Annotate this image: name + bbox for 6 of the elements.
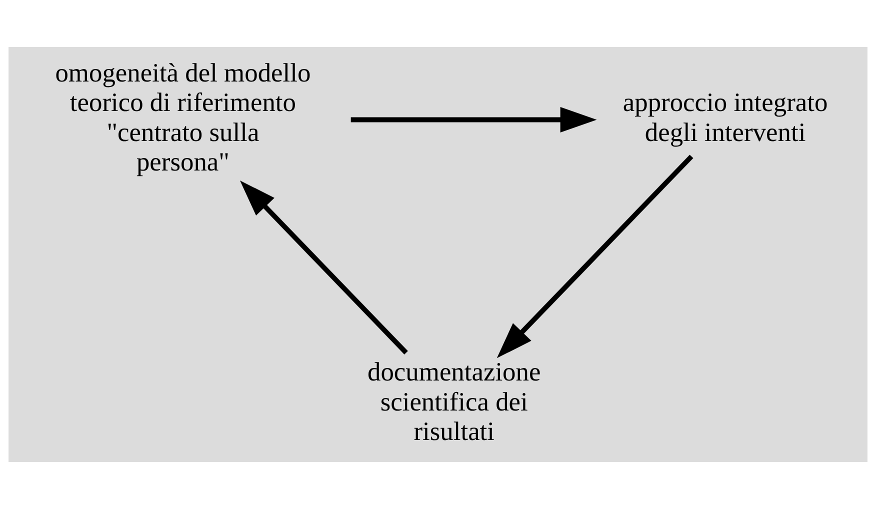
arrow bbox=[350, 106, 597, 132]
node-text: approccio integrato degli interventi bbox=[622, 86, 828, 146]
arrow bbox=[496, 154, 694, 358]
node-text: documentazione scientifica dei risultati bbox=[367, 356, 541, 446]
node-text: omogeneità del modello teorico di riferimento "centrato sulla persona" bbox=[55, 56, 311, 176]
arrow bbox=[240, 180, 408, 354]
